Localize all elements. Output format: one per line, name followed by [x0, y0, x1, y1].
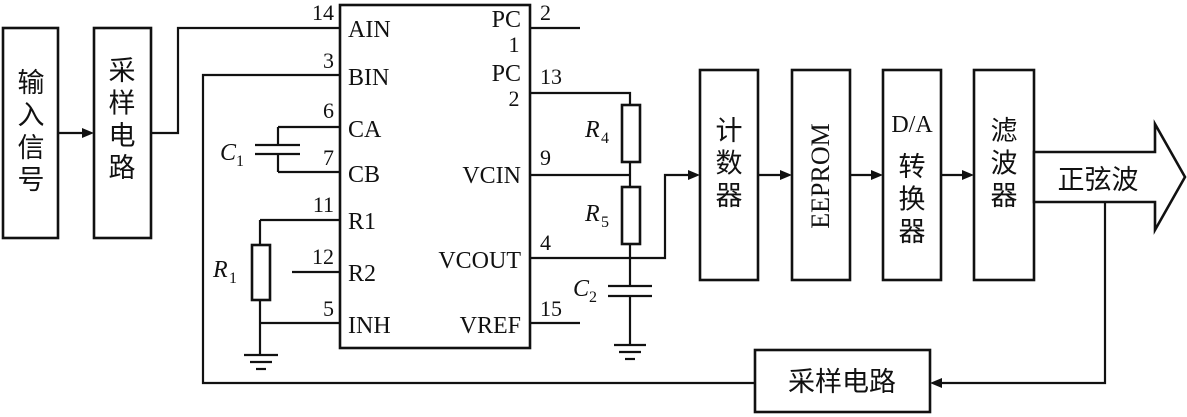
output-label: 正弦波: [1058, 165, 1139, 195]
r4-letter: R: [584, 117, 600, 143]
pin-label-cb: CB: [348, 162, 380, 188]
left-pins: AIN 14 BIN 3 CA 6 CB 7 R1 11 R2 12 INH 5: [312, 0, 391, 339]
resistor-r5: R 5: [584, 185, 642, 246]
da-label-top: D/A: [891, 112, 933, 138]
sampler-bottom-block: 采样电路: [753, 348, 932, 414]
wire-sampler-to-ain: [151, 26, 340, 135]
pin-sub-pc2: 2: [509, 86, 520, 111]
sampler-top-block: 采样电路: [92, 26, 153, 240]
counter-label: 计数器: [716, 116, 743, 211]
pin-num-2: 2: [540, 0, 551, 25]
pin-num-3: 3: [323, 48, 334, 73]
resistor-r1: R 1: [212, 220, 272, 355]
r5-letter: R: [584, 201, 600, 227]
wire-pc2-to-r4: [530, 91, 632, 105]
r4-sub: 4: [601, 130, 609, 147]
pin-label-pc1: PC: [492, 7, 521, 33]
arrow-head: [780, 170, 792, 180]
arrow-head: [871, 170, 883, 180]
r1-sub: 1: [229, 270, 237, 287]
r5-sub: 5: [601, 214, 609, 231]
filter-label: 滤波器: [991, 116, 1018, 211]
pin-num-4: 4: [540, 230, 551, 255]
resistor-r4: R 4: [584, 103, 642, 164]
pin-label-vcout: VCOUT: [438, 248, 521, 274]
input-signal-label: 输入信号: [18, 68, 45, 195]
sampler-bottom-label: 采样电路: [788, 367, 896, 397]
r1-letter: R: [212, 257, 228, 283]
pin-num-12: 12: [312, 244, 334, 269]
pin-label-vcin: VCIN: [462, 163, 521, 189]
pin-label-pc2: PC: [492, 61, 521, 87]
eeprom-label: EEPROM: [806, 123, 835, 228]
capacitor-c1: C 1: [220, 127, 300, 172]
wire-feedback-to-bin: [201, 73, 755, 385]
da-converter-block: D/A 转换器: [881, 68, 943, 282]
capacitor-c2: C 2: [573, 276, 652, 306]
pin-num-14: 14: [312, 0, 334, 25]
wire-vcout-to-counter: [530, 173, 690, 260]
ground-symbol-right: [614, 343, 646, 361]
right-pins: PC 1 2 PC 2 13 VCIN 9 VCOUT 4 VREF 15: [438, 0, 562, 339]
input-signal-block: 输入信号: [1, 26, 60, 240]
eeprom-block: EEPROM: [790, 68, 852, 282]
counter-block: 计数器: [698, 68, 760, 282]
c1-letter: C: [220, 140, 237, 166]
pin-num-6: 6: [323, 98, 334, 123]
pin-sub-pc1: 1: [509, 32, 520, 57]
c1-sub: 1: [236, 153, 244, 170]
arrow-head: [82, 128, 94, 138]
pll-chip-body: [338, 3, 532, 350]
pin-label-r1: R1: [348, 209, 376, 235]
pin-label-ain: AIN: [348, 17, 391, 43]
c2-letter: C: [573, 276, 590, 302]
pin-num-11: 11: [313, 192, 334, 217]
filter-block: 滤波器: [972, 68, 1036, 282]
sampler-top-label: 采样电路: [109, 56, 136, 183]
ground-symbol-left: [244, 353, 278, 371]
pin-label-inh: INH: [348, 313, 391, 339]
output-arrow: 正弦波: [1032, 119, 1187, 235]
arrow-head: [962, 170, 974, 180]
pin-num-5: 5: [323, 296, 334, 321]
arrow-head: [688, 170, 700, 180]
pin-label-ca: CA: [348, 117, 382, 143]
pin-num-15: 15: [540, 296, 562, 321]
da-label-bottom: 转换器: [899, 152, 926, 247]
pin-label-bin: BIN: [348, 65, 389, 91]
pin-num-13: 13: [540, 64, 562, 89]
pin-label-r2: R2: [348, 261, 376, 287]
pin-num-7: 7: [323, 145, 334, 170]
c2-sub: 2: [589, 289, 597, 306]
pin-label-vref: VREF: [460, 313, 521, 339]
wire-output-feedback: [940, 202, 1107, 385]
arrow-head: [930, 378, 942, 388]
pin-num-9: 9: [540, 145, 551, 170]
